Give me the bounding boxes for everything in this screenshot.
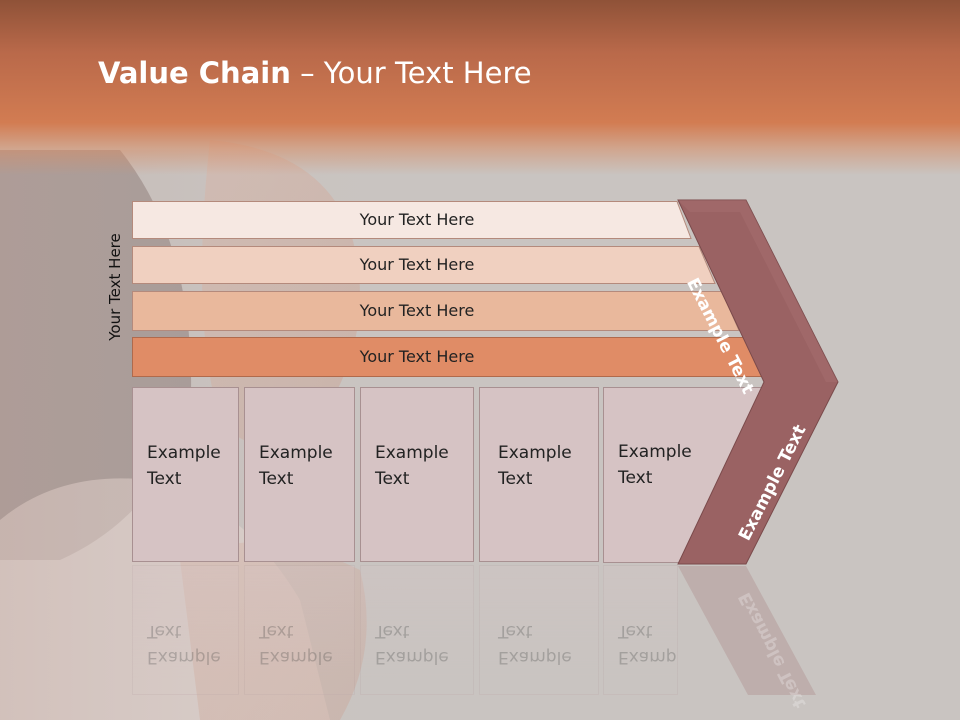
slide-title: Value Chain – Your Text Here xyxy=(98,56,532,90)
column-4-line1: Example xyxy=(498,443,572,463)
bar-1: Your Text Here xyxy=(132,201,692,239)
column-5-reflection-line1: Example xyxy=(618,647,678,667)
column-5-reflection: Example Text xyxy=(603,565,678,695)
column-1-line2: Text xyxy=(147,469,182,489)
column-3-reflection-line2: Text xyxy=(375,621,410,641)
column-3-line1: Example xyxy=(375,443,449,463)
side-label: Your Text Here xyxy=(106,233,124,341)
bar-3: Your Text Here xyxy=(132,291,740,331)
column-1-reflection-line2: Text xyxy=(147,621,182,641)
chevron-reflection xyxy=(678,566,816,695)
column-2-reflection: Example Text xyxy=(244,565,355,695)
bar-3-shape xyxy=(132,291,740,331)
column-4-line2: Text xyxy=(498,469,533,489)
column-5-line1: Example xyxy=(618,442,692,462)
chevron-arrow xyxy=(677,199,839,565)
title-rest: – Your Text Here xyxy=(290,56,532,90)
column-1-line1: Example xyxy=(147,443,221,463)
column-4-reflection: Example Text xyxy=(479,565,599,695)
column-4-reflection-text: Example Text xyxy=(498,618,572,670)
bar-3-label: Your Text Here xyxy=(359,301,475,320)
bar-1-shape xyxy=(132,201,692,239)
column-4-reflection-line1: Example xyxy=(498,647,572,667)
header-band xyxy=(0,0,960,175)
column-1-reflection-line1: Example xyxy=(147,647,221,667)
column-2-line2: Text xyxy=(259,469,294,489)
bar-2-label: Your Text Here xyxy=(359,255,475,274)
column-3-line2: Text xyxy=(375,469,410,489)
column-3-reflection-text: Example Text xyxy=(375,618,449,670)
column-3-reflection: Example Text xyxy=(360,565,474,695)
bar-2: Your Text Here xyxy=(132,246,716,284)
column-3-reflection-line1: Example xyxy=(375,647,449,667)
bar-4-label: Your Text Here xyxy=(359,347,475,366)
bar-2-shape xyxy=(132,246,716,284)
column-5-line2: Text xyxy=(618,468,653,488)
column-5-reflection-text: Example Text xyxy=(618,618,678,670)
column-1-reflection-text: Example Text xyxy=(147,618,221,670)
title-bold: Value Chain xyxy=(98,56,291,90)
column-2-reflection-line1: Example xyxy=(259,647,333,667)
column-5-reflection-line2: Text xyxy=(618,621,653,641)
column-2-reflection-text: Example Text xyxy=(259,618,333,670)
column-1-reflection: Example Text xyxy=(132,565,239,695)
column-2-reflection-line2: Text xyxy=(259,621,294,641)
bar-4: Your Text Here xyxy=(132,337,764,377)
column-4-reflection-line2: Text xyxy=(498,621,533,641)
column-2-line1: Example xyxy=(259,443,333,463)
bar-1-label: Your Text Here xyxy=(359,210,475,229)
